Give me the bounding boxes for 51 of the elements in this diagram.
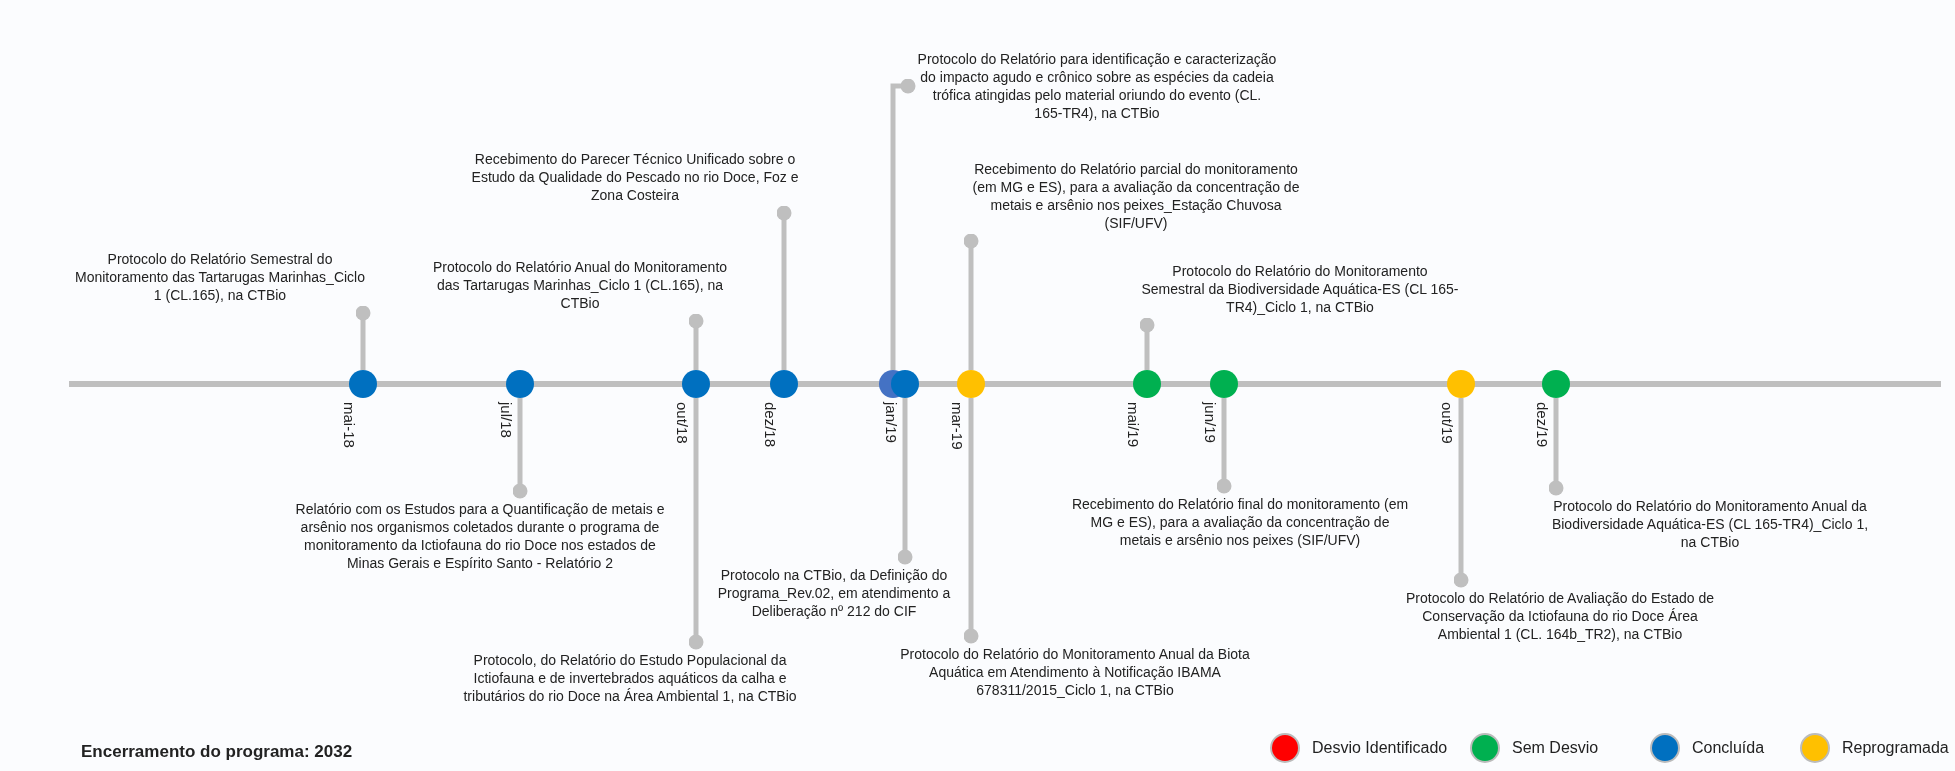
legend-label: Desvio Identificado <box>1312 739 1448 757</box>
date-label: out/19 <box>1439 402 1456 444</box>
event-description: Recebimento do Parecer Técnico Unificado sobre o Estudo da Qualidade do Pescado no rio Doce, Foz e Zona Costeira <box>470 150 800 204</box>
milestone-dot <box>1447 370 1475 398</box>
leader-line <box>897 398 913 565</box>
event-description: Protocolo do Relatório do Monitoramento Anual da Biota Aquática em Atendimento à Notificação IBAMA 678311/2015_Ciclo 1, na CTBio <box>900 645 1250 699</box>
legend-label: Concluída <box>1692 739 1765 757</box>
date-label: dez/19 <box>1534 402 1551 448</box>
event-description: Protocolo, do Relatório do Estudo Populacional da Ictiofauna e de invertebrados aquáticos da calha e tributários do rio Doce na Área Ambiental 1, na CTBio <box>450 651 810 705</box>
milestone-dot <box>770 370 798 398</box>
leader-line <box>776 205 792 370</box>
event-description: Protocolo do Relatório do Monitoramento Anual da Biodiversidade Aquática-ES (CL 165-TR4)_Ciclo 1, na CTBio <box>1545 497 1875 551</box>
milestone-dot <box>1542 370 1570 398</box>
date-label: dez/18 <box>762 402 779 448</box>
event-description: Recebimento do Relatório final do monitoramento (em MG e ES), para a avaliação da concentração de metais e arsênio nos peixes (SIF/UFV) <box>1070 495 1410 549</box>
event-description: Protocolo na CTBio, da Definição do Programa_Rev.02, em atendimento a Deliberação nº 212 do CIF <box>705 566 963 620</box>
date-label: mai-18 <box>341 402 358 448</box>
milestone-dot <box>349 370 377 398</box>
event-description: Recebimento do Relatório parcial do monitoramento (em MG e ES), para a avaliação da concentração de metais e arsênio nos peixes_Estação Chuvosa (SIF/UFV) <box>966 160 1306 232</box>
event-description: Protocolo do Relatório Anual do Monitoramento das Tartarugas Marinhas_Ciclo 1 (CL.165), na CTBio <box>420 258 740 312</box>
leader-line <box>688 398 704 650</box>
leader-line <box>1216 398 1232 494</box>
milestone-dot <box>891 370 919 398</box>
event-description: Protocolo do Relatório Semestral do Monitoramento das Tartarugas Marinhas_Ciclo 1 (CL.165), na CTBio <box>70 250 370 304</box>
leader-line <box>688 313 704 370</box>
program-end-note: Encerramento do programa: 2032 <box>81 742 353 762</box>
leader-line <box>1548 398 1564 496</box>
legend-label: Sem Desvio <box>1512 739 1599 757</box>
leader-line <box>963 398 979 644</box>
date-label: out/18 <box>674 402 691 444</box>
date-label: mar-19 <box>949 402 966 450</box>
milestone-dot <box>506 370 534 398</box>
date-label: jun/19 <box>1202 402 1219 443</box>
date-label: jan/19 <box>883 402 900 443</box>
legend-label: Reprogramada <box>1842 739 1949 757</box>
event-description: Protocolo do Relatório de Avaliação do Estado de Conservação da Ictiofauna do rio Doce Área Ambiental 1 (CL. 164b_TR2), na CTBio <box>1400 589 1720 643</box>
leader-line <box>512 398 528 499</box>
date-label: jul/18 <box>498 402 515 438</box>
leader-line <box>890 78 916 370</box>
leader-line <box>963 233 979 370</box>
milestone-dot <box>1133 370 1161 398</box>
leader-line <box>355 305 371 370</box>
leader-line <box>1139 317 1155 370</box>
event-description: Protocolo do Relatório do Monitoramento Semestral da Biodiversidade Aquática-ES (CL 165-TR4)_Ciclo 1, na CTBio <box>1140 262 1460 316</box>
milestone-dot <box>682 370 710 398</box>
milestone-dot <box>957 370 985 398</box>
event-description: Relatório com os Estudos para a Quantificação de metais e arsênio nos organismos coletados durante o programa de monitoramento da Ictiofauna do rio Doce nos estados de Minas Gerais e Espírito Santo - Relatório 2 <box>290 500 670 572</box>
leader-line <box>1453 398 1469 588</box>
date-label: mai/19 <box>1125 402 1142 448</box>
milestone-dot <box>1210 370 1238 398</box>
event-description: Protocolo do Relatório para identificação e caracterização do impacto agudo e crônico sobre as espécies da cadeia trófica atingidas pelo material oriundo do evento (CL. 165-TR4), na CTBio <box>917 50 1277 122</box>
